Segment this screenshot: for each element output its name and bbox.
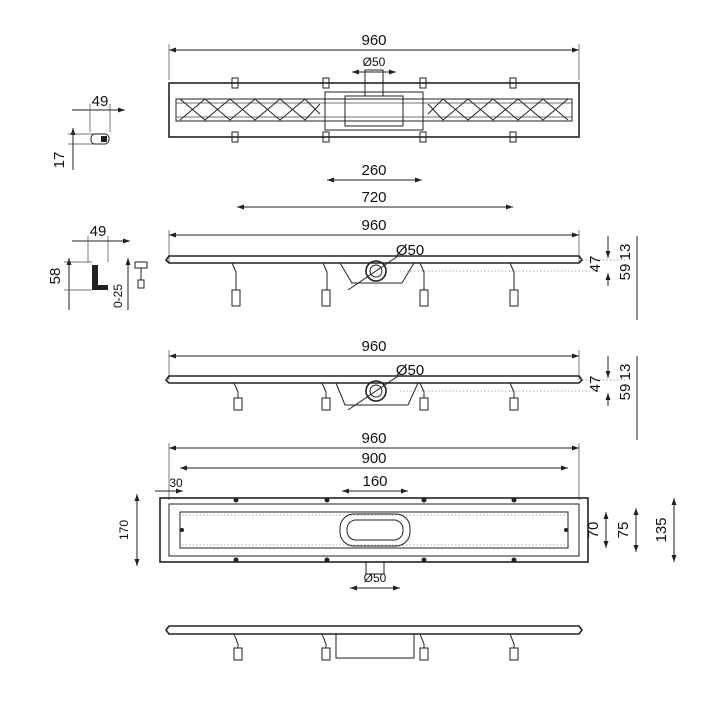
side-view-2: 960 Ø50 47 59 13 [164, 338, 638, 440]
bottom-elevation [165, 625, 583, 661]
outlet-circle-2 [365, 380, 387, 402]
dim-label-70: 70 [585, 522, 602, 539]
outlet-pipe-plan [365, 561, 385, 575]
dim-label-length: 960 [361, 217, 386, 234]
leveling-feet-2 [233, 382, 519, 411]
dim-label-outlet: Ø50 [396, 362, 424, 379]
dim-label-foot-spacing: 720 [361, 189, 386, 206]
profile-shape-large [92, 265, 108, 290]
zigzag-reinforcement-right [427, 98, 569, 121]
dim-label-profile-width: 49 [90, 223, 107, 240]
dim-label-outlet: Ø50 [364, 571, 387, 585]
leveling-feet [231, 262, 519, 307]
grate-bar-side-2 [164, 375, 584, 384]
dim-label-outlet-spacing: 260 [361, 162, 386, 179]
dim-label-margin: 30 [169, 476, 183, 490]
dim-label-total: 960 [361, 430, 386, 447]
grate-bar-bottom [165, 625, 583, 635]
dim-label-profile-width: 49 [92, 93, 109, 110]
dim-label-channel: 900 [361, 450, 386, 467]
dim-label-47: 47 [587, 376, 604, 393]
outlet-pipe-top [364, 69, 384, 97]
dim-label-adjust: 0-25 [111, 284, 125, 308]
top-view: 960 Ø50 [168, 32, 580, 143]
leveling-feet-3 [233, 633, 519, 661]
channel-outline-top [168, 82, 580, 138]
profile-shape-small [90, 133, 110, 145]
dim-label-profile-height: 58 [47, 268, 64, 285]
dim-label-47: 47 [587, 256, 604, 273]
dim-label-13: 13 [617, 364, 634, 381]
dim-label-grate-opening: 160 [362, 473, 387, 490]
dim-label-profile-height: 17 [51, 152, 68, 169]
outlet-grate-plan [339, 513, 411, 547]
dim-label-outlet: Ø50 [363, 55, 386, 69]
dim-label-length: 960 [361, 338, 386, 355]
end-profile-large: 49 58 0-25 [47, 223, 148, 310]
outlet-circle [365, 260, 387, 282]
dim-label-outlet: Ø50 [396, 242, 424, 259]
end-profile-small: 49 17 [51, 93, 125, 170]
dim-label-13: 13 [617, 244, 634, 261]
side-view-1: 260 720 960 Ø50 47 59 13 [164, 162, 638, 320]
dim-label-59: 59 [617, 384, 634, 401]
channel-body-plan [159, 497, 589, 563]
dim-label-59: 59 [617, 264, 634, 281]
zigzag-reinforcement-left [179, 98, 321, 121]
grate-bar-side [164, 255, 584, 264]
dim-label-135: 135 [653, 517, 670, 542]
plan-view: 960 900 30 160 170 70 75 135 Ø50 [117, 430, 677, 591]
dim-label-length: 960 [361, 32, 386, 49]
dim-label-75: 75 [615, 522, 632, 539]
dim-label-width: 170 [117, 520, 131, 540]
